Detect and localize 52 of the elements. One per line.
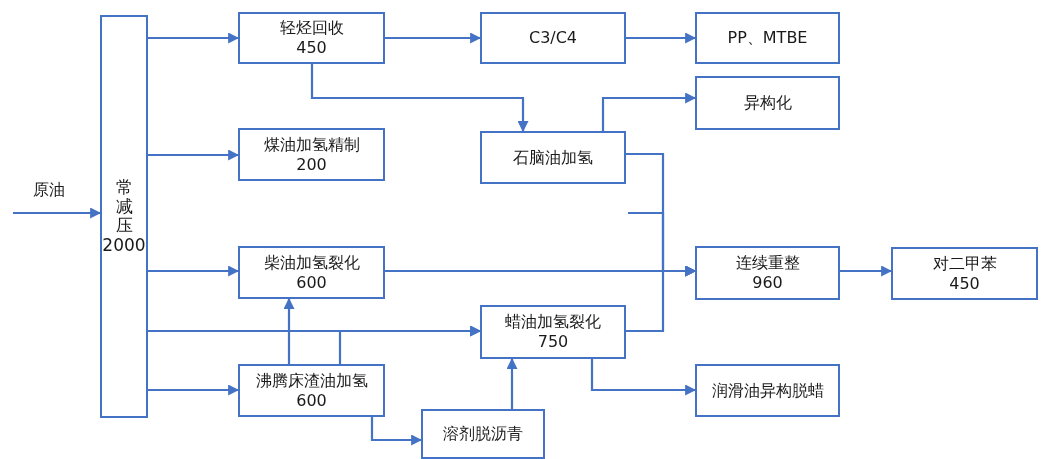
process-name: 轻烃回收 bbox=[279, 18, 344, 38]
arrow bbox=[148, 32, 240, 44]
process-box bbox=[695, 12, 840, 64]
arrow bbox=[506, 357, 518, 409]
arrow bbox=[590, 359, 697, 396]
arrow bbox=[601, 92, 697, 131]
capacity-value: 600 bbox=[296, 272, 327, 293]
arrow bbox=[338, 325, 482, 364]
process-name: 对二甲苯 bbox=[932, 253, 997, 274]
process-name: 石脑油加氢 bbox=[513, 147, 593, 168]
process-name: 润滑油异构脱蜡 bbox=[711, 380, 824, 401]
capacity-value: 450 bbox=[949, 273, 980, 294]
capacity-value: 600 bbox=[296, 390, 327, 411]
process-box bbox=[480, 305, 626, 359]
arrow bbox=[370, 417, 423, 446]
capacity-value: 960 bbox=[752, 273, 783, 293]
process-box bbox=[695, 364, 840, 417]
arrow bbox=[626, 32, 697, 44]
process-box bbox=[695, 76, 840, 130]
process-box bbox=[238, 246, 385, 299]
process-box bbox=[480, 12, 626, 64]
process-name: 溶剂脱沥青 bbox=[443, 424, 523, 444]
arrow bbox=[148, 149, 240, 161]
process-name: 沸腾床渣油加氢 bbox=[255, 370, 368, 391]
arrow bbox=[148, 265, 240, 277]
capacity-value: 2000 bbox=[102, 234, 146, 255]
process-box bbox=[480, 131, 626, 184]
arrow bbox=[310, 64, 529, 133]
process-name: 常减压 bbox=[115, 178, 133, 235]
process-name: 柴油加氢裂化 bbox=[263, 252, 360, 273]
capacity-value: 200 bbox=[296, 154, 327, 175]
process-box bbox=[238, 128, 385, 181]
arrow bbox=[626, 265, 697, 333]
capacity-value: 450 bbox=[296, 38, 327, 58]
arrow bbox=[840, 265, 893, 277]
process-box bbox=[421, 409, 545, 459]
process-box bbox=[238, 12, 385, 64]
process-name: 煤油加氢精制 bbox=[263, 134, 360, 155]
process-box bbox=[695, 246, 840, 300]
process-name: C3/C4 bbox=[528, 28, 578, 48]
arrow bbox=[13, 207, 102, 219]
process-name: 连续重整 bbox=[735, 253, 800, 273]
process-name: PP、MTBE bbox=[727, 28, 808, 48]
process-box bbox=[238, 364, 385, 417]
process-column bbox=[100, 15, 148, 418]
capacity-value: 750 bbox=[537, 332, 569, 352]
arrow bbox=[283, 297, 295, 364]
arrow bbox=[385, 32, 482, 44]
arrow bbox=[148, 384, 240, 396]
process-name: 蜡油加氢裂化 bbox=[505, 312, 601, 332]
process-box bbox=[891, 247, 1038, 300]
process-name: 异构化 bbox=[743, 93, 792, 113]
